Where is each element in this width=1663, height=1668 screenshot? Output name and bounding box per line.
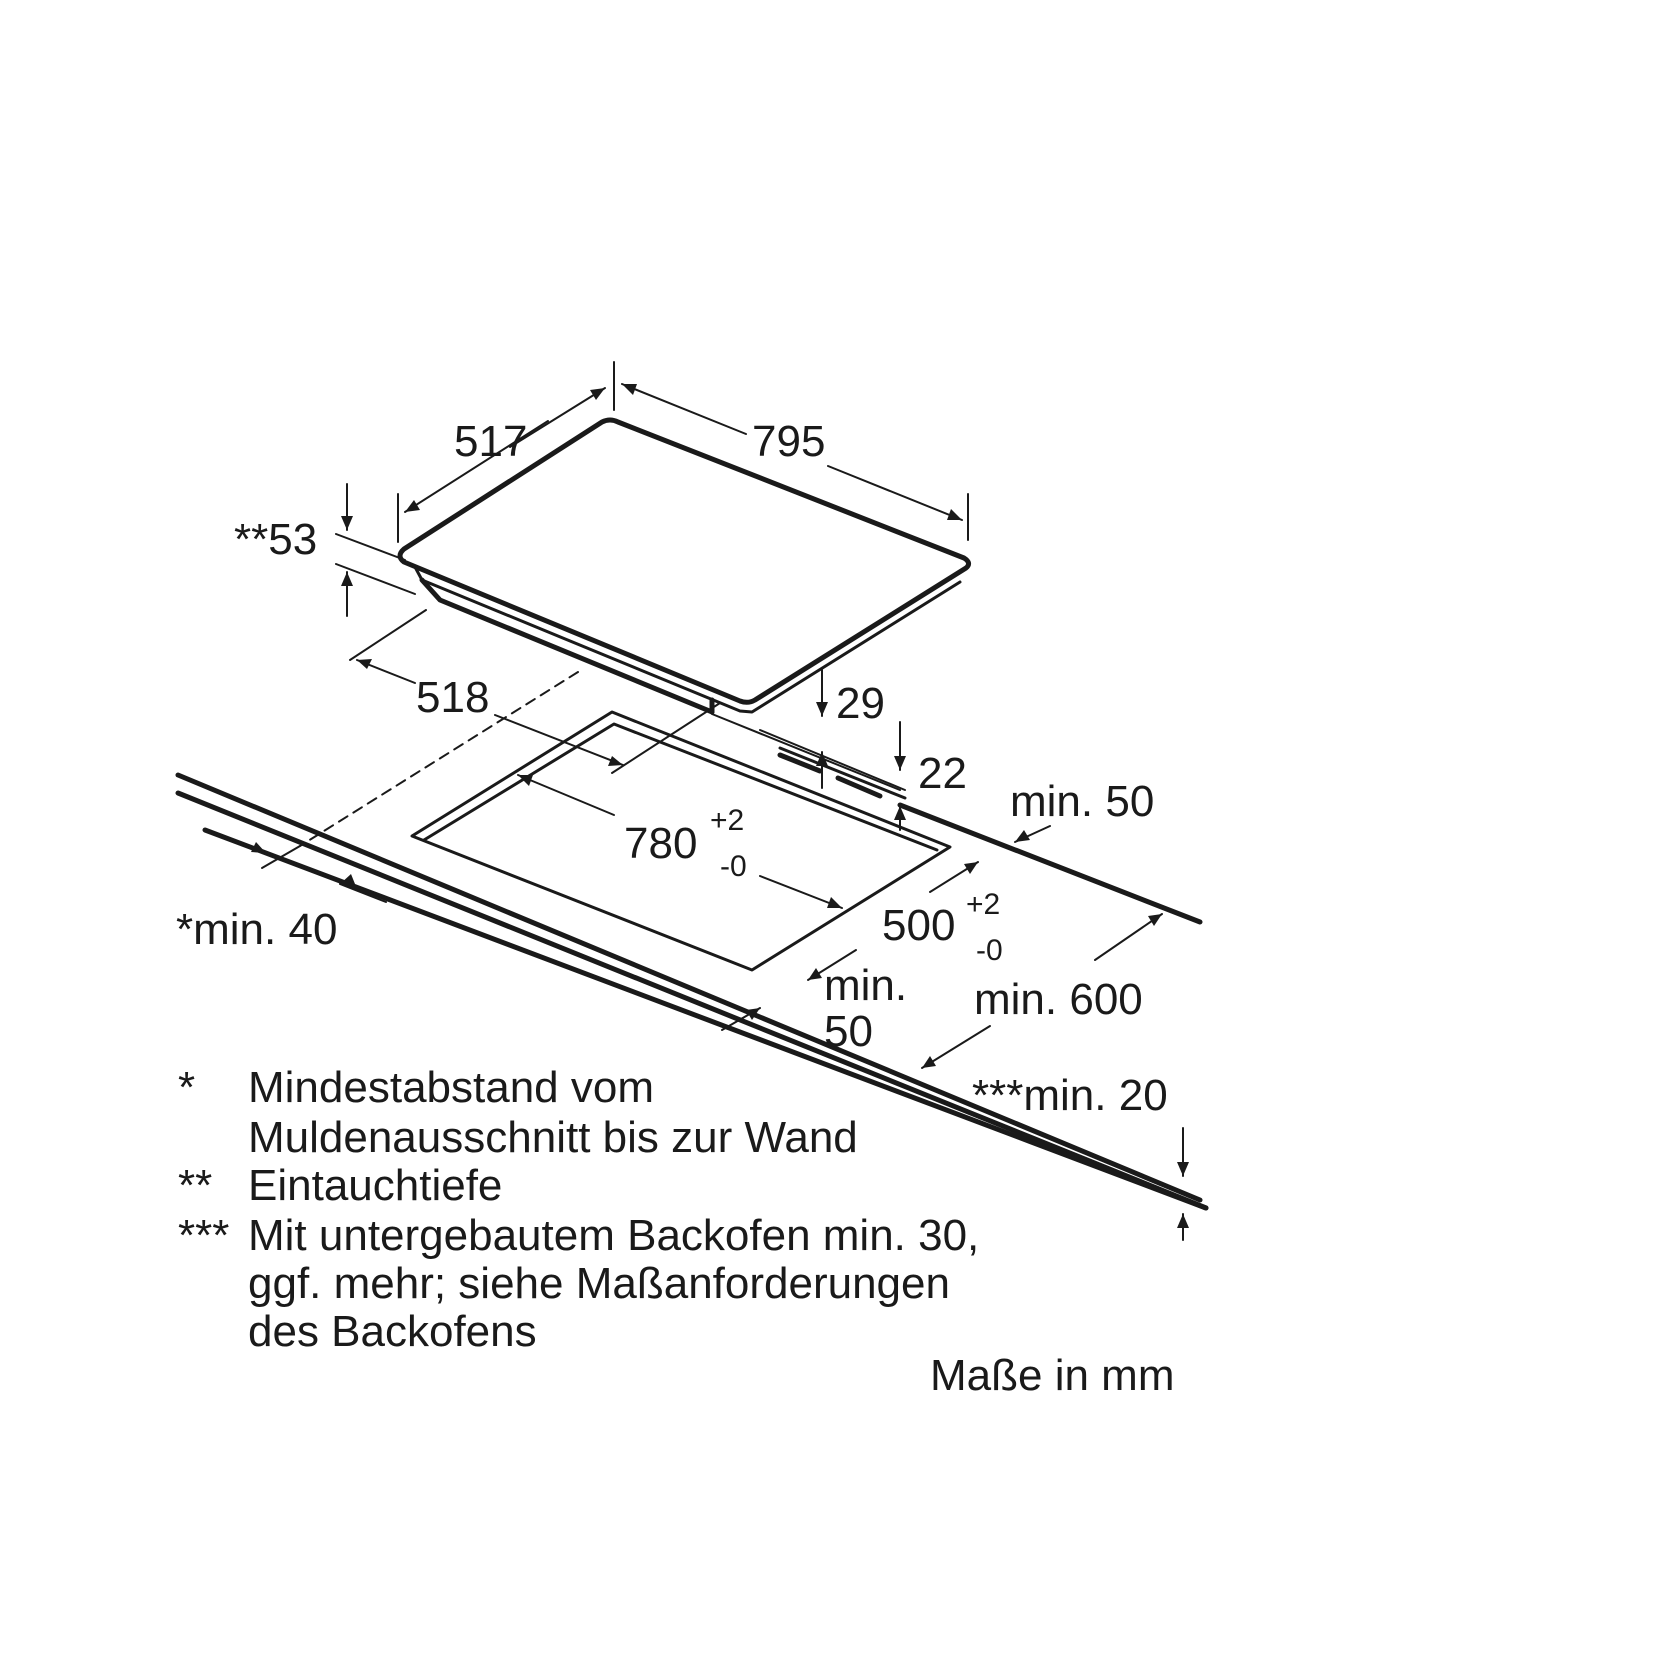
dimension-lines xyxy=(221,361,1184,1241)
note-3-line-2: ggf. mehr; siehe Maßanforderungen xyxy=(248,1259,950,1308)
dim-cutout-width-tol-minus: -0 xyxy=(720,850,747,883)
dim-min-front-line2: 50 xyxy=(824,1007,873,1056)
note-3-line-1: Mit untergebautem Backofen min. 30, xyxy=(248,1211,979,1260)
dim-cutout-width-tol-plus: +2 xyxy=(710,804,744,837)
hob-under-frame xyxy=(413,565,962,714)
note-2-line-1: Eintauchtiefe xyxy=(248,1161,502,1210)
dim-frame-offset: 22 xyxy=(918,749,967,798)
dim-cutout-depth: 500 xyxy=(882,901,955,950)
note-1-line-2: Muldenausschnitt bis zur Wand xyxy=(248,1113,858,1162)
dimension-labels: 517 795 **53 518 29 22 min. 50 780 +2 -0… xyxy=(176,417,1168,1120)
note-1-marker: * xyxy=(178,1063,195,1112)
dim-cutout-depth-tol-plus: +2 xyxy=(966,888,1000,921)
worktop xyxy=(175,772,1209,1211)
dim-cutout-width: 780 xyxy=(624,819,697,868)
cutout-inner xyxy=(422,722,939,852)
dim-min-wall: *min. 40 xyxy=(176,905,337,954)
worktop-back-edge xyxy=(175,772,1203,1203)
dim-hob-frame-depth: 518 xyxy=(416,673,489,722)
dim-frame-height: 29 xyxy=(836,679,885,728)
note-1-line-1: Mindestabstand vom xyxy=(248,1063,654,1112)
dim-immersion-depth: **53 xyxy=(234,515,317,564)
dim-min-back: min. 50 xyxy=(1010,777,1154,826)
dim-min-worktop-thickness: ***min. 20 xyxy=(972,1071,1168,1120)
dim-hob-width: 795 xyxy=(752,417,825,466)
footnotes: * Mindestabstand vom Muldenausschnitt bi… xyxy=(178,1063,1174,1400)
worktop-bottom-edge xyxy=(202,827,1209,1211)
projection-dash xyxy=(299,671,579,847)
note-2-marker: ** xyxy=(178,1161,212,1210)
hob-under-frame-2 xyxy=(419,577,715,715)
arrow-heads xyxy=(251,384,1189,1228)
units-label: Maße in mm xyxy=(930,1351,1174,1400)
worktop-front-edge xyxy=(175,790,1209,1211)
cutout xyxy=(299,671,952,972)
cutout-outer xyxy=(410,710,952,972)
dim-min-worktop-depth: min. 600 xyxy=(974,975,1143,1024)
note-3-line-3: des Backofens xyxy=(248,1307,537,1356)
dim-min-front-line1: min. xyxy=(824,961,907,1010)
dim-hob-depth: 517 xyxy=(454,417,527,466)
worktop-side-back xyxy=(897,802,1203,925)
dim-cutout-depth-tol-minus: -0 xyxy=(976,934,1003,967)
note-3-marker: *** xyxy=(178,1211,229,1260)
